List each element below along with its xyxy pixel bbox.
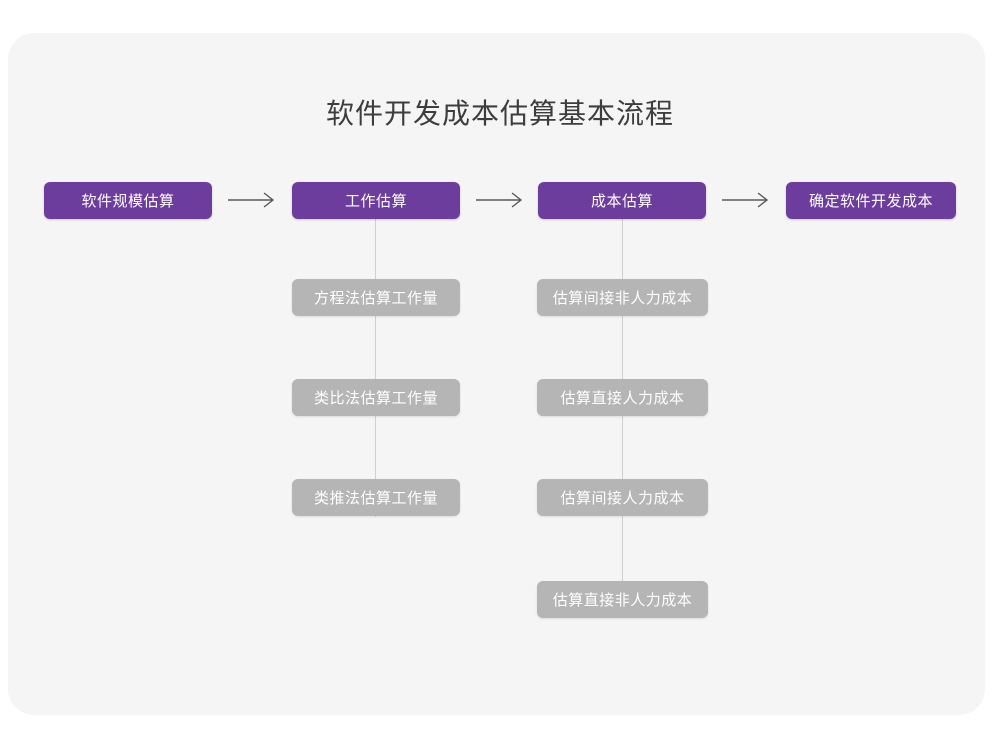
page-title: 软件开发成本估算基本流程 (325, 98, 674, 129)
branch1-item-3[interactable]: 类推法估算工作量 (292, 479, 460, 516)
branch1-item-1-label: 方程法估算工作量 (313, 290, 438, 307)
flow-node-step1[interactable]: 软件规模估算 (44, 182, 212, 219)
flow-node-step3[interactable]: 成本估算 (538, 182, 706, 219)
connector-line-branch-2 (622, 218, 623, 618)
branch2-item-1-label: 估算间接非人力成本 (552, 290, 693, 307)
flow-node-step1-label: 软件规模估算 (81, 193, 175, 210)
branch2-item-1[interactable]: 估算间接非人力成本 (537, 279, 708, 316)
branch1-item-1[interactable]: 方程法估算工作量 (292, 279, 460, 316)
flow-arrow-1 (228, 192, 275, 208)
branch1-item-2-label: 类比法估算工作量 (313, 390, 438, 407)
branch2-item-2[interactable]: 估算直接人力成本 (537, 379, 708, 416)
branch2-item-2-label: 估算直接人力成本 (560, 390, 685, 407)
diagram-card-background (8, 33, 985, 715)
branch1-item-2[interactable]: 类比法估算工作量 (292, 379, 460, 416)
flow-node-step4[interactable]: 确定软件开发成本 (786, 182, 956, 219)
flow-node-step2[interactable]: 工作估算 (292, 182, 460, 219)
flow-arrow-3 (722, 192, 769, 208)
branch2-item-4[interactable]: 估算直接非人力成本 (537, 581, 708, 618)
branch2-item-4-label: 估算直接非人力成本 (552, 592, 693, 609)
branch1-item-3-label: 类推法估算工作量 (313, 490, 438, 507)
branch2-item-3[interactable]: 估算间接人力成本 (537, 479, 708, 516)
flow-arrow-2 (476, 192, 523, 208)
flow-node-step3-label: 成本估算 (590, 193, 653, 210)
branch2-item-3-label: 估算间接人力成本 (560, 490, 685, 507)
flow-node-step4-label: 确定软件开发成本 (808, 193, 933, 210)
connector-line-branch-1 (375, 218, 376, 517)
flow-node-step2-label: 工作估算 (344, 193, 407, 210)
